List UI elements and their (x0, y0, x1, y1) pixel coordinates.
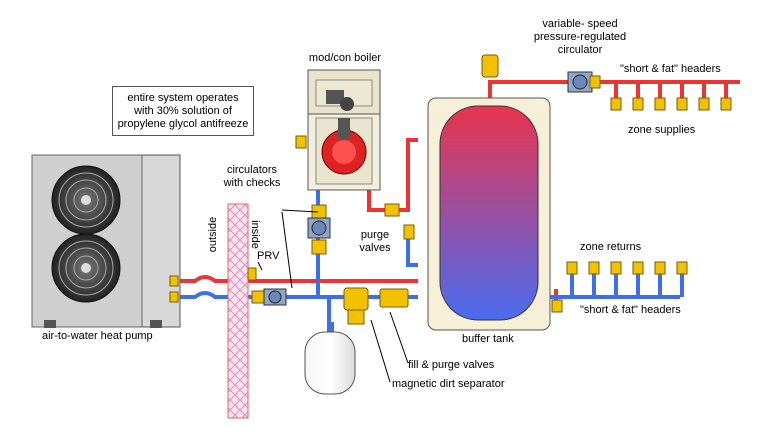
valves (169, 54, 732, 325)
dirt-separator-label: magnetic dirt separator (392, 378, 505, 390)
exterior-wall (227, 203, 249, 419)
leader-lines (257, 209, 409, 383)
circulator-label-line: pressure-regulated (533, 31, 627, 43)
buffer-tank-label: buffer tank (462, 333, 514, 345)
expansion-tank (304, 322, 356, 395)
purge-label-line: valves (359, 242, 391, 254)
supply-piping (175, 80, 740, 300)
zone-returns-label: zone returns (580, 241, 642, 253)
circulator-icon (263, 288, 287, 306)
circulators-label: circulators with checks (214, 164, 290, 190)
buffer-tank (427, 97, 551, 331)
fan-icon (51, 233, 121, 303)
purge-valves-label: purge valves (350, 229, 400, 255)
heat-pump-label: air-to-water heat pump (42, 330, 153, 342)
purge-label-line: purge (360, 229, 390, 241)
boiler-label: mod/con boiler (308, 52, 382, 64)
heat-pump (31, 154, 181, 328)
circulator-label-line: circulator (557, 44, 603, 56)
boiler (307, 69, 381, 191)
note-line: entire system operates (127, 92, 239, 104)
prv-label: PRV (257, 250, 280, 262)
fan-icon (51, 165, 121, 235)
circulators-label-line: circulators (226, 164, 278, 176)
circulator-label: variable- speed pressure-regulated circu… (520, 18, 640, 57)
outside-label: outside (207, 216, 220, 253)
circulators-label-line: with checks (223, 177, 281, 189)
zone-supplies-label: zone supplies (628, 124, 696, 136)
antifreeze-note: entire system operates with 30% solution… (112, 86, 254, 136)
inside-label: inside (248, 220, 261, 249)
circulator-icon (307, 217, 331, 239)
note-line: propylene glycol antifreeze (117, 118, 249, 130)
note-line: with 30% solution of (134, 105, 232, 117)
headers-bottom-label: "short & fat" headers (580, 304, 681, 316)
circulator-label-line: variable- speed (542, 18, 618, 30)
fill-purge-label: fill & purge valves (408, 359, 495, 371)
headers-top-label: "short & fat" headers (620, 63, 721, 75)
circulator-icon (567, 71, 601, 93)
